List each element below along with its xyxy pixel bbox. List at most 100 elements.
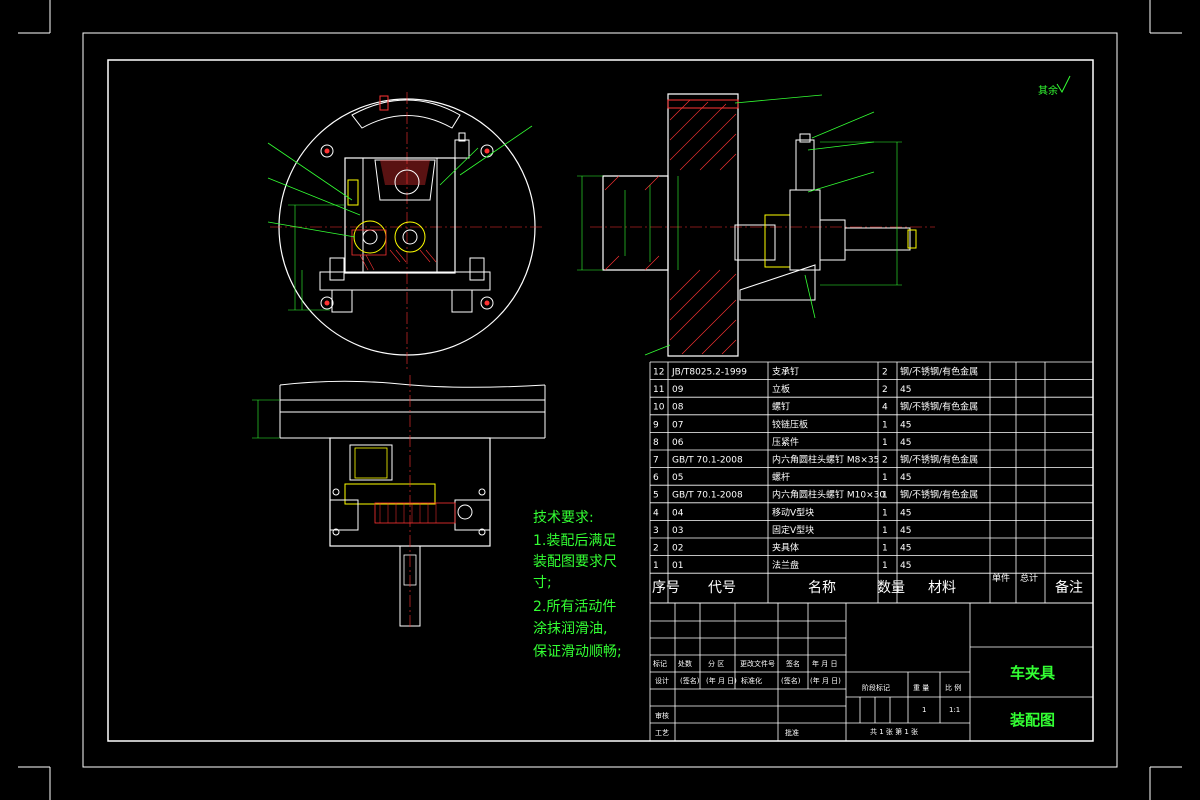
tech-line-1: 1.装配后满足 [533, 533, 616, 549]
bom-cell-material: 45 [900, 420, 911, 430]
bom-header-qty: 数量 [877, 580, 905, 596]
bom-cell-name: 螺钉 [772, 402, 790, 413]
bom-cell-seq: 4 [653, 508, 659, 518]
design-date: (年 月 日) [706, 676, 737, 685]
bom-cell-material: 钢/不锈钢/有色金属 [900, 489, 978, 501]
bom-header-name: 名称 [808, 580, 836, 596]
process-label: 工艺 [655, 729, 669, 737]
crop-marks [18, 0, 1182, 800]
bom-cell-material: 45 [900, 385, 911, 395]
bom-cell-qty: 2 [882, 456, 888, 466]
bom-cell-qty: 2 [882, 385, 888, 395]
inner-frame [107, 59, 1094, 742]
bom-cell-name: 夹具体 [772, 542, 799, 554]
tech-line-3: 寸; [533, 575, 552, 591]
roughness-symbol: 其余 [1038, 75, 1071, 97]
stage-label: 阶段标记 [862, 683, 890, 692]
bom-cell-material: 45 [900, 526, 911, 536]
rev-header-date: 年 月 日 [812, 659, 837, 668]
bom-cell-seq: 11 [653, 385, 664, 395]
bom-cell-code: 03 [672, 526, 683, 536]
bom-cell-material: 45 [900, 473, 911, 483]
bom-cell-qty: 1 [882, 473, 888, 483]
tech-line-2: 装配图要求尺 [533, 554, 617, 570]
bom-cell-seq: 8 [653, 438, 659, 448]
bom-cell-code: 06 [672, 438, 684, 448]
tech-line-5: 涂抹润滑油, [533, 620, 607, 637]
bom-header-material: 材料 [928, 580, 956, 596]
bom-row: 12 JB/T8025.2-1999 支承钉 2 钢/不锈钢/有色金属 [653, 366, 978, 378]
top-view [252, 375, 546, 630]
weight-label: 重 量 [913, 684, 929, 692]
rev-header-mark: 标记 [653, 659, 667, 668]
approve-label: 批准 [785, 728, 799, 737]
rev-header-doc: 更改文件号 [740, 659, 775, 668]
section-hatch [604, 99, 737, 355]
scale-value: 1:1 [949, 706, 960, 714]
bom-cell-seq: 5 [653, 491, 659, 501]
bom-cell-seq: 12 [653, 368, 664, 378]
bom-cell-code: 05 [672, 473, 683, 483]
bom-cell-code: 08 [672, 403, 684, 413]
outer-frame [82, 32, 1118, 768]
bom-cell-name: 支承钉 [772, 366, 799, 378]
title-block: 标记 处数 分 区 更改文件号 签名 年 月 日 设计 (签名) (年 月 日)… [649, 602, 1094, 742]
bom-cell-material: 钢/不锈钢/有色金属 [900, 454, 978, 466]
bom-cell-code: JB/T8025.2-1999 [671, 368, 747, 378]
drawing-name: 车夹具 [1010, 664, 1055, 682]
bom-cell-qty: 1 [882, 438, 888, 448]
side-section-view [577, 93, 935, 357]
weight-value: 1 [922, 706, 926, 714]
bom-cell-qty: 1 [882, 526, 888, 536]
bom-cell-qty: 1 [882, 420, 888, 430]
bom-cell-name: 内六角圆柱头螺钉 M10×30 [772, 489, 885, 501]
rev-header-zone: 分 区 [708, 659, 724, 668]
bom-cell-material: 钢/不锈钢/有色金属 [900, 401, 978, 413]
bom-cell-seq: 7 [653, 456, 659, 466]
tech-heading: 技术要求: [533, 510, 594, 526]
bom-cell-qty: 2 [882, 368, 888, 378]
bom-header-note: 备注 [1055, 579, 1083, 596]
bom-cell-seq: 9 [653, 420, 659, 430]
rev-header-count: 处数 [678, 659, 692, 668]
bom-cell-material: 钢/不锈钢/有色金属 [900, 366, 978, 378]
scale-label: 比 例 [945, 683, 961, 692]
bom-cell-qty: 1 [882, 544, 888, 554]
design-sign: (签名) [680, 676, 700, 685]
bom-cell-code: 07 [672, 420, 683, 430]
sheets-text: 共 1 张 第 1 张 [870, 727, 918, 736]
bom-cell-material: 45 [900, 544, 911, 554]
bom-cell-qty: 1 [882, 561, 888, 571]
bom-cell-seq: 2 [653, 544, 659, 554]
review-label: 审核 [655, 711, 669, 720]
bom-cell-code: GB/T 70.1-2008 [672, 491, 743, 501]
bom-header-code: 代号 [708, 580, 736, 596]
bom-cell-code: 09 [672, 385, 684, 395]
bom-header-seq: 序号 [652, 580, 680, 596]
front-view [267, 92, 545, 370]
bom-cell-qty: 4 [882, 403, 888, 413]
bom-header-unit: 单件 [992, 572, 1010, 584]
bom-cell-material: 45 [900, 561, 911, 571]
bom-cell-seq: 6 [653, 473, 659, 483]
design-label: 设计 [655, 676, 669, 685]
bom-cell-name: 压紧件 [772, 436, 799, 448]
bom-cell-name: 内六角圆柱头螺钉 M8×35 [772, 454, 879, 466]
bom-cell-name: 法兰盘 [772, 559, 799, 571]
bom-cell-seq: 1 [653, 561, 659, 571]
bom-cell-qty: 1 [882, 508, 888, 518]
roughness-note: 其余 [1038, 84, 1058, 97]
bom-header-total: 总计 [1020, 572, 1038, 584]
